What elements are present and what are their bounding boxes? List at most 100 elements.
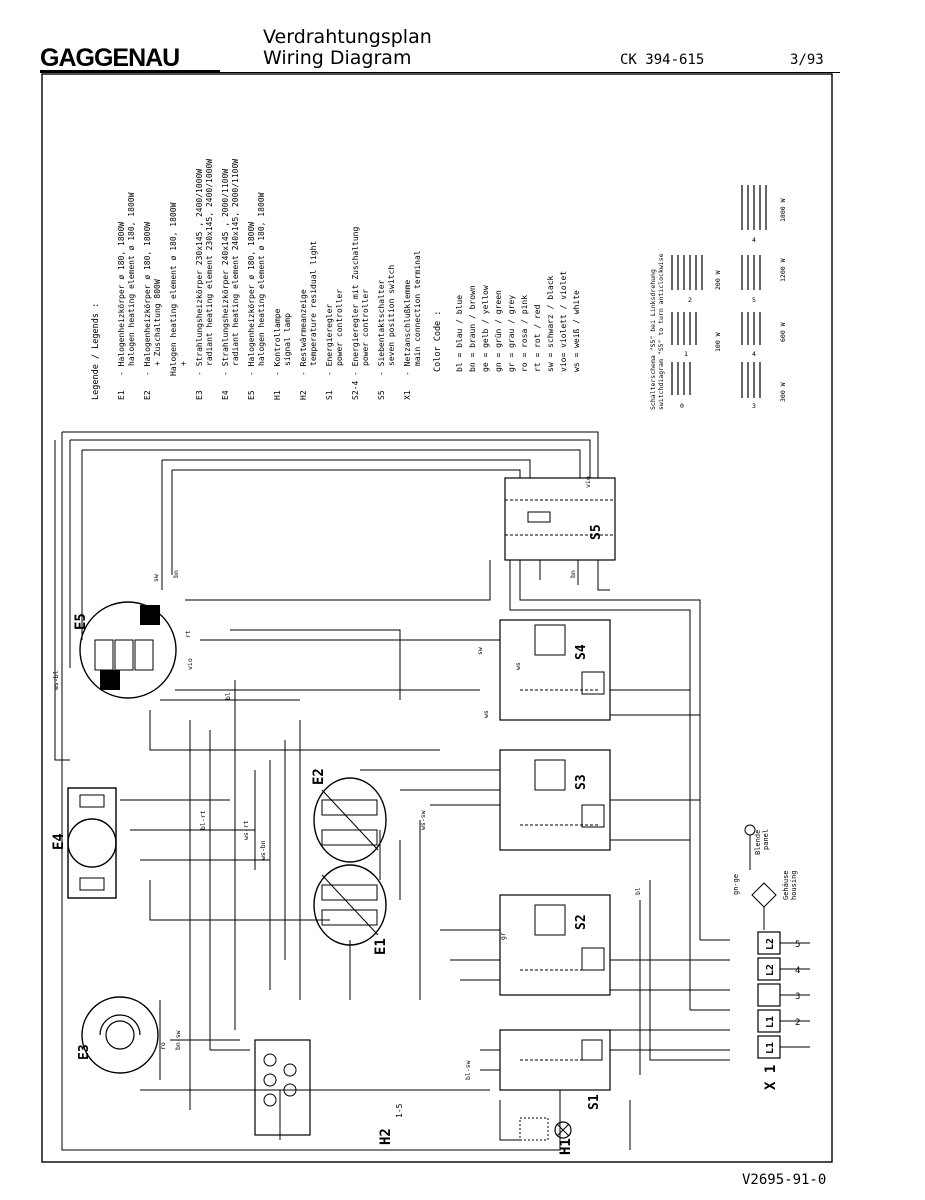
scheme-position-label: 5	[752, 296, 756, 304]
legend-item-de: - Energieregler mit Zuschaltung	[351, 227, 360, 376]
e4-label: E4	[51, 833, 67, 850]
scheme-power-label: 1800 W	[779, 198, 787, 222]
scheme-position-label: 1	[684, 350, 688, 358]
color-code-item: sw = schwarz / black	[546, 275, 555, 372]
scheme-pos-4	[741, 312, 761, 345]
heater-e4: E4	[51, 787, 117, 899]
housing-label: housing	[790, 870, 798, 900]
legend-item-en: signal lamp	[283, 313, 292, 366]
switch-s3: S3	[499, 749, 611, 851]
legend-title: Legende / Legends :	[91, 303, 101, 400]
wire-tag: bn	[569, 570, 577, 578]
document-number: CK 394-615	[620, 52, 705, 68]
legend-item-de: - Kontrollampe	[273, 308, 282, 376]
wire-tag: bl	[224, 692, 232, 700]
legend-item-de: - Halogenheizkörper ø 180, 1800W	[117, 222, 126, 376]
wire-tag: vio	[584, 476, 592, 488]
legend-item-en: main connection terminal	[413, 250, 422, 366]
wire-tag: bl-sw	[464, 1060, 472, 1080]
wire-tag: sw	[476, 647, 484, 655]
terminal-number-3: 3	[795, 992, 800, 1002]
switch-scheme-title-de: Schalterschema "S5" bei Linksdrehung	[649, 269, 657, 410]
brand-logo: GAGGENAU	[40, 44, 180, 72]
title-german: Verdrahtungsplan	[263, 26, 432, 48]
legend-item-de: - Siebentaktschalter	[377, 279, 386, 376]
terminal-number-5: 5	[795, 940, 800, 950]
scheme-pos-1	[671, 312, 697, 345]
legend-item-en: temperature residual light	[309, 241, 318, 366]
color-code-item: vio= violett / violet	[559, 271, 568, 372]
terminal-number-4: 4	[795, 966, 800, 976]
color-code-item: ge = gelb / yellow	[481, 285, 490, 372]
revision-date: 3/93	[790, 52, 824, 68]
wire-tag: ro	[159, 1042, 167, 1050]
legend-item-code: S5	[377, 390, 386, 400]
wire-tag: bl	[634, 887, 642, 895]
scheme-pos-3	[741, 362, 761, 398]
switch-s4: S4	[499, 619, 611, 721]
scheme-pos-6	[741, 185, 767, 230]
legend-item-code: E5	[247, 390, 256, 400]
scheme-power-label: 200 W	[714, 270, 722, 290]
terminal-l1-b: L1	[765, 1016, 776, 1028]
switch-s5: S5	[504, 477, 616, 561]
wire-tag: bl-rt	[199, 810, 207, 830]
color-code-item: ws = weiß / white	[572, 290, 581, 372]
legend-item-code: S1	[325, 390, 334, 400]
wire-tag: bn-sw	[174, 1030, 182, 1050]
legend-item-en: power controller	[361, 289, 370, 366]
wire-tag: ws	[514, 662, 522, 670]
terminal-x1: X 1 L1 L1 L2 L2 2 3 4 5	[757, 931, 810, 1090]
legend-item-en: +	[179, 361, 188, 366]
color-code-item: rt = rot / red	[533, 304, 542, 372]
scheme-pos-2	[671, 255, 703, 290]
housing-ground: Gehäuse housing gn-ge	[732, 870, 798, 930]
legend-item-code: E1	[117, 390, 126, 400]
gnge-label: gn-ge	[732, 874, 740, 895]
drawing-reference: V2695-91-0	[742, 1172, 827, 1188]
wire-tag: rt	[184, 630, 192, 638]
legend-item-code: E3	[195, 390, 204, 400]
legend-items: E1 - Halogenheizkörper ø 180, 1800W haloge…	[117, 159, 422, 400]
h2-label: H2	[378, 1128, 394, 1145]
heater-e1: E1	[313, 864, 389, 955]
wire-tag: gr	[499, 932, 507, 940]
color-code-title: Color Code :	[433, 311, 443, 372]
legend-item-en: halogen heating element ø 180, 1800W	[257, 192, 266, 366]
wire-tag: ws-rt	[242, 820, 250, 840]
legend-item-code: X1	[403, 390, 412, 400]
brand-underline	[40, 70, 220, 72]
wire-tag: ws	[482, 710, 490, 718]
h1-label: H1	[558, 1138, 574, 1155]
scheme-position-label: 2	[688, 296, 692, 304]
legend-item-code: S2-4	[351, 381, 360, 400]
legend-item-code: H1	[273, 390, 282, 400]
blende-label: Blende	[754, 830, 762, 855]
scheme-position-label: 4	[752, 350, 756, 358]
diagram-frame	[41, 73, 833, 1163]
scheme-power-label: 600 W	[779, 322, 787, 342]
legend-item-de: - Netzanschlußklemme	[403, 279, 412, 376]
lamp-h1: H1	[519, 1117, 574, 1155]
terminal-l1-a: L1	[765, 1042, 776, 1054]
legend-item-de: - Restwärmeanzeige	[299, 289, 308, 376]
wire-tag: ws-sw	[419, 810, 427, 830]
scheme-pos-0	[671, 362, 691, 395]
indicator-h2: H2 1-5	[254, 1039, 404, 1145]
legend-item-code: E2	[143, 390, 152, 400]
s3-label: S3	[574, 774, 589, 790]
heater-e3: E3	[77, 996, 159, 1074]
color-code-item: gr = grau / grey	[507, 295, 516, 372]
wires	[54, 431, 730, 1151]
terminal-l2-b: L2	[765, 938, 776, 950]
scheme-position-label: 0	[680, 402, 684, 410]
switch-scheme: Schalterschema "S5" bei Linksdrehung swi…	[649, 253, 665, 410]
switch-s2: S2	[499, 894, 611, 996]
e2-label: E2	[311, 768, 327, 785]
terminal-number-2: 2	[795, 1018, 800, 1028]
gehaeuse-label: Gehäuse	[782, 870, 790, 900]
legend-block: Legende / Legends : E1 - Halogenheizkörpe…	[91, 159, 422, 400]
